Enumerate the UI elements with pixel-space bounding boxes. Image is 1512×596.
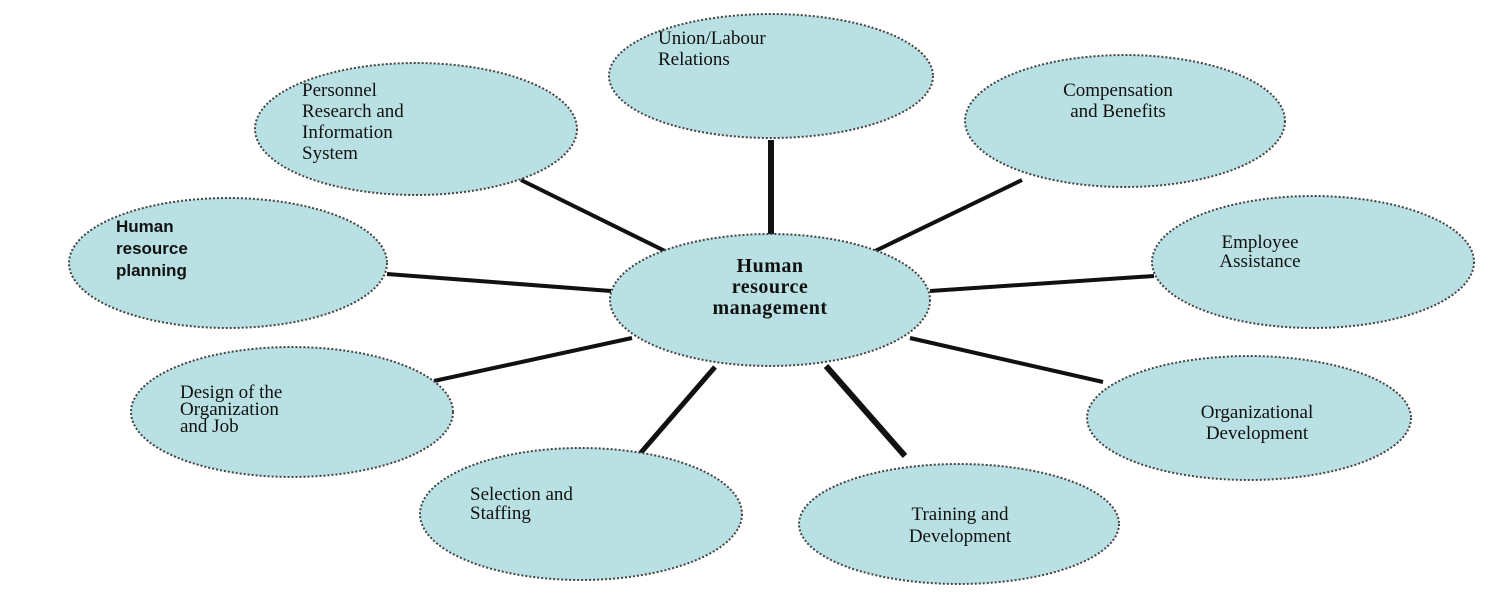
node-label-line: Organizational (1201, 402, 1314, 423)
node-ellipse (1086, 355, 1412, 481)
node-human-resource-planning: Human resource planning (68, 197, 388, 329)
connector-human-resource-planning (386, 272, 612, 293)
center-label-line: Human (737, 255, 804, 277)
center-label-line: resource (732, 276, 809, 298)
node-ellipse (1151, 195, 1475, 329)
node-label-line: Compensation (1063, 80, 1173, 101)
node-ellipse (608, 13, 934, 139)
connector-design-of-organization-and-job (433, 336, 633, 383)
center-label-line: management (713, 297, 828, 319)
connector-employee-assistance (929, 274, 1155, 293)
node-label-line: Union/Labour (658, 28, 766, 49)
node-label-line: Development (909, 526, 1012, 547)
node-label-line: Employee (1221, 232, 1298, 253)
connector-selection-and-staffing (636, 365, 717, 458)
node-label-line: Personnel (302, 80, 377, 101)
node-ellipse (68, 197, 388, 329)
node-label-line: Relations (658, 49, 730, 70)
node-label-line: System (302, 143, 358, 164)
connector-organizational-development (909, 336, 1104, 384)
node-label-line: Assistance (1219, 251, 1300, 272)
node-label-line: Development (1206, 423, 1309, 444)
node-ellipse (130, 346, 454, 478)
connector-compensation-and-benefits (872, 178, 1023, 254)
node-ellipse (254, 62, 578, 196)
center-ellipse (609, 233, 931, 367)
connector-personnel-research-and-information-system (520, 178, 668, 254)
node-label-line: Selection and (470, 484, 573, 505)
node-label-line: Research and (302, 101, 404, 122)
node-ellipse (798, 463, 1120, 585)
node-label-line: Organization (180, 399, 279, 420)
node-label-line: Human (116, 217, 174, 236)
node-ellipse (419, 447, 743, 581)
node-label-line: Training and (912, 504, 1009, 525)
node-label-line: resource (116, 239, 188, 258)
connectors (386, 140, 1155, 458)
node-label-line: and Job (180, 416, 239, 437)
node-label-line: and Benefits (1070, 101, 1166, 122)
node-label-line: Information (302, 122, 393, 143)
node-label: Human resource planning (116, 217, 188, 280)
connector-training-and-development (823, 364, 908, 458)
node-label-line: Design of the (180, 382, 282, 403)
node-label-line: Staffing (470, 503, 531, 524)
node-ellipse (964, 54, 1286, 188)
node-label-line: planning (116, 261, 187, 280)
